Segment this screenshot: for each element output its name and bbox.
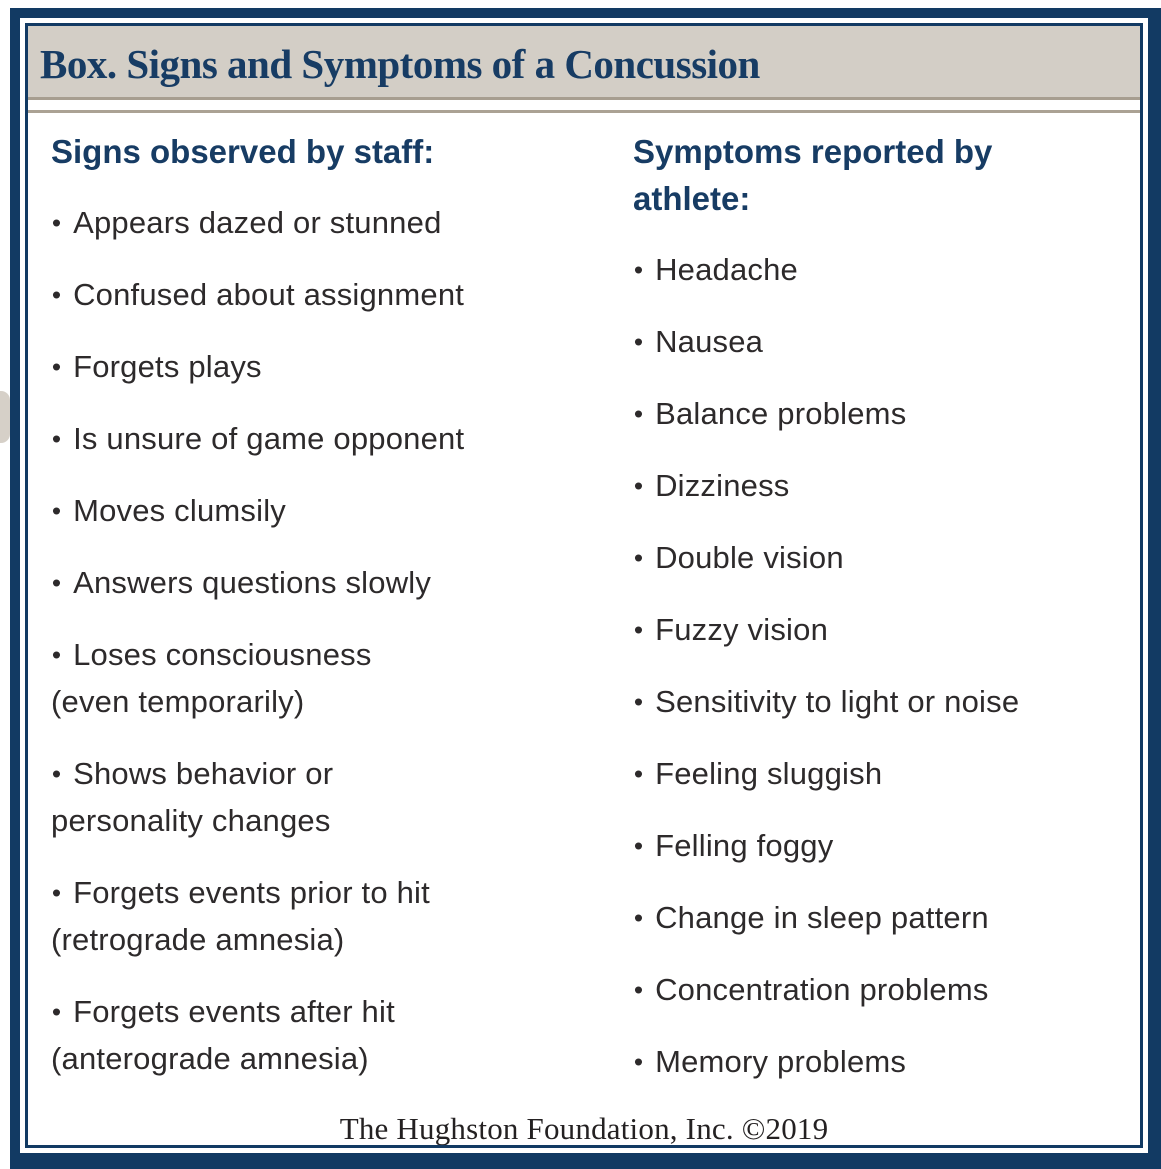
list-item: • Double vision [633, 534, 1134, 581]
item-text: Answers questions slowly [73, 565, 432, 600]
scan-artifact [0, 391, 10, 443]
item-text: Memory problems [655, 1044, 907, 1079]
list-item: • Answers questions slowly [51, 559, 611, 606]
bullet-icon: • [51, 351, 62, 382]
item-text: Concentration problems [655, 972, 989, 1007]
separator-rule [28, 110, 1140, 113]
bullet-icon: • [633, 326, 644, 357]
bullet-icon: • [633, 902, 644, 933]
item-text: Is unsure of game opponent [73, 421, 465, 456]
item-text: Shows behavior or [73, 756, 334, 791]
bullet-icon: • [633, 614, 644, 645]
list-item: • Moves clumsily [51, 487, 611, 534]
box-title: Box. Signs and Symptoms of a Concussion [40, 41, 760, 87]
bullet-icon: • [633, 830, 644, 861]
heading-line: Signs observed by staff: [51, 133, 435, 170]
bullet-icon: • [51, 567, 62, 598]
heading-line: Symptoms reported by [633, 133, 993, 170]
item-text: Loses consciousness [73, 637, 372, 672]
bullet-icon: • [633, 758, 644, 789]
list-item: • Forgets events prior to hit (retrograde… [51, 869, 611, 963]
item-text: Forgets plays [73, 349, 262, 384]
list-item: • Loses consciousness (even temporarily) [51, 631, 611, 725]
item-text: Felling foggy [655, 828, 834, 863]
item-text: Forgets events after hit [73, 994, 395, 1029]
signs-column: Signs observed by staff: • Appears dazed … [51, 128, 611, 1107]
bullet-icon: • [633, 1046, 644, 1077]
bullet-icon: • [51, 207, 62, 238]
content-columns: Signs observed by staff: • Appears dazed … [28, 113, 1140, 1110]
list-item: • Change in sleep pattern [633, 894, 1134, 941]
list-item: • Concentration problems [633, 966, 1134, 1013]
list-item: • Shows behavior or personality changes [51, 750, 611, 844]
item-text: Sensitivity to light or noise [655, 684, 1020, 719]
list-item: • Memory problems [633, 1038, 1134, 1085]
list-item: • Felling foggy [633, 822, 1134, 869]
bullet-icon: • [633, 686, 644, 717]
signs-heading: Signs observed by staff: [51, 128, 611, 175]
list-item: • Headache [633, 246, 1134, 293]
symptoms-heading: Symptoms reported by athlete: [633, 128, 1134, 222]
item-text: Confused about assignment [73, 277, 465, 312]
item-text-line2: (retrograde amnesia) [51, 922, 345, 957]
item-text: Nausea [655, 324, 764, 359]
item-text: Forgets events prior to hit [73, 875, 430, 910]
item-text: Dizziness [655, 468, 790, 503]
item-text: Appears dazed or stunned [73, 205, 442, 240]
heading-line: athlete: [633, 180, 751, 217]
item-text: Change in sleep pattern [655, 900, 989, 935]
list-item: • Appears dazed or stunned [51, 199, 611, 246]
list-item: • Sensitivity to light or noise [633, 678, 1134, 725]
list-item: • Dizziness [633, 462, 1134, 509]
list-item: • Confused about assignment [51, 271, 611, 318]
item-text: Balance problems [655, 396, 907, 431]
bullet-icon: • [51, 877, 62, 908]
bullet-icon: • [633, 254, 644, 285]
item-text: Fuzzy vision [655, 612, 829, 647]
item-text-line2: personality changes [51, 803, 331, 838]
list-item: • Is unsure of game opponent [51, 415, 611, 462]
title-bar: Box. Signs and Symptoms of a Concussion [28, 26, 1140, 100]
item-text: Moves clumsily [73, 493, 287, 528]
list-item: • Balance problems [633, 390, 1134, 437]
symptoms-column: Symptoms reported by athlete: •Headache … [611, 128, 1134, 1110]
list-item: • Feeling sluggish [633, 750, 1134, 797]
bullet-icon: • [51, 423, 62, 454]
item-text: Headache [655, 252, 798, 287]
outer-border-frame: Box. Signs and Symptoms of a Concussion … [10, 8, 1161, 1169]
inner-border-frame: Box. Signs and Symptoms of a Concussion … [25, 23, 1143, 1148]
bullet-icon: • [51, 495, 62, 526]
bullet-icon: • [51, 996, 62, 1027]
bullet-icon: • [51, 758, 62, 789]
item-text-line2: (anterograde amnesia) [51, 1041, 369, 1076]
bullet-icon: • [51, 639, 62, 670]
list-item: • Forgets plays [51, 343, 611, 390]
footer-credit: The Hughston Foundation, Inc. ©2019 [339, 1111, 829, 1146]
item-text: Feeling sluggish [655, 756, 883, 791]
list-item: • Nausea [633, 318, 1134, 365]
list-item: • Fuzzy vision [633, 606, 1134, 653]
list-item: • Forgets events after hit (anterograde a… [51, 988, 611, 1082]
bullet-icon: • [633, 470, 644, 501]
item-text-line2: (even temporarily) [51, 684, 305, 719]
item-text: Double vision [655, 540, 844, 575]
bullet-icon: • [633, 542, 644, 573]
bullet-icon: • [633, 398, 644, 429]
bullet-icon: • [633, 974, 644, 1005]
bullet-icon: • [51, 279, 62, 310]
